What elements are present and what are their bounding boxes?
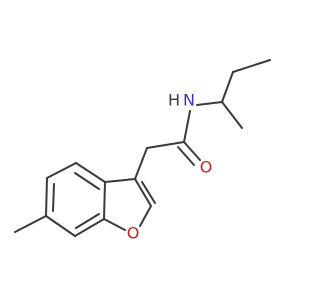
atom-nitrogen: N	[183, 91, 195, 110]
bond-ethyl-terminal	[232, 59, 271, 73]
bond-c7-c7a-b	[75, 213, 100, 229]
bond-oxygen-c7a	[103, 218, 126, 231]
bond-carbonyl-oxygen-2	[177, 146, 195, 166]
bond-methine-nitrogen	[196, 101, 223, 106]
bond-nitrogen-carbonyl	[183, 110, 191, 143]
atom-hydrogen: H	[168, 91, 180, 110]
bond-c3a-c7a	[103, 181, 106, 220]
bond-c2-oxygen	[139, 205, 152, 227]
carbonyl-oxygen-label: O	[200, 158, 213, 177]
bond-c5-c6-b	[52, 183, 55, 212]
bond-ch2-furan	[134, 147, 148, 180]
bond-carbonyl-ch2	[146, 141, 185, 149]
hydrogen-label: H	[168, 91, 180, 110]
bond-c3-c2-b	[141, 181, 156, 204]
molecule-structure: N H O O	[14, 59, 271, 243]
bond-carbonyl-oxygen-1	[183, 141, 201, 161]
atom-carbonyl-oxygen: O	[200, 158, 213, 177]
bond-c3a-c4-a	[75, 162, 106, 183]
bond-ethyl-ch2	[221, 71, 234, 103]
bond-c6-methyl	[14, 215, 47, 233]
bond-c6-c7	[45, 215, 76, 237]
bond-c4-c5	[46, 162, 77, 179]
bond-c3-c2-a	[134, 178, 152, 207]
bond-c3-c3a	[104, 178, 136, 183]
atom-furan-oxygen: O	[127, 224, 140, 243]
bond-methine-methyl	[221, 101, 243, 129]
nitrogen-label: N	[183, 91, 195, 110]
furan-oxygen-label: O	[127, 224, 140, 243]
bond-c7-c7a-a	[74, 218, 105, 237]
bond-c3a-c4-b	[74, 172, 100, 190]
bond-c5-c6-a	[45, 177, 48, 217]
